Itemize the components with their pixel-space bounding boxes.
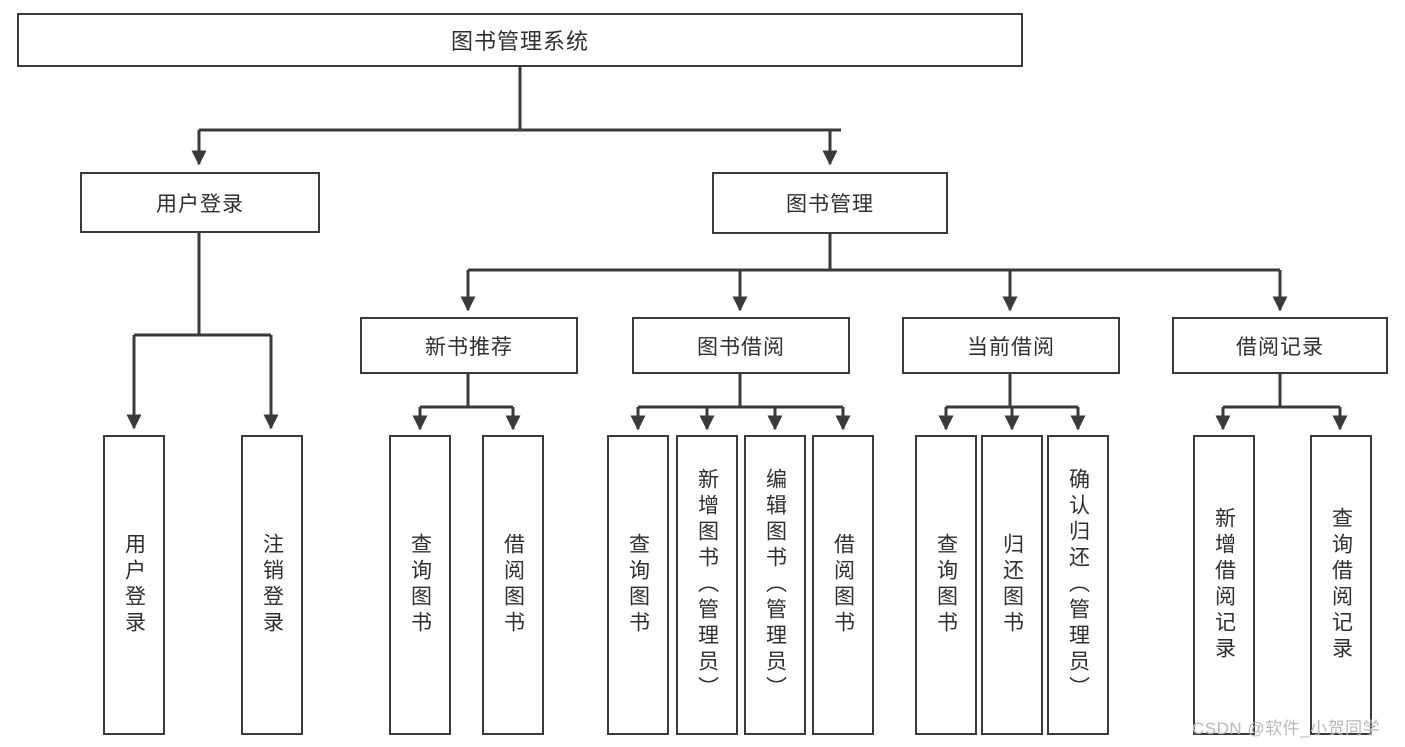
node-label: 查询图书: [626, 533, 650, 637]
node-leaf-query-borrow-record[interactable]: 查询借阅记录: [1310, 435, 1372, 735]
node-label: 用户登录: [156, 192, 244, 216]
node-leaf-logout[interactable]: 注销登录: [241, 435, 303, 735]
node-label: 编辑图书（管理员）: [763, 468, 787, 702]
node-leaf-return-book[interactable]: 归还图书: [981, 435, 1043, 735]
node-label: 查询图书: [408, 533, 432, 637]
node-user-login[interactable]: 用户登录: [80, 172, 320, 233]
node-label: 图书管理: [786, 193, 874, 216]
node-label: 新增借阅记录: [1212, 507, 1236, 663]
node-leaf-borrow-book-recommend[interactable]: 借阅图书: [482, 435, 544, 735]
node-label: 图书管理系统: [450, 29, 589, 54]
node-label: 新增图书（管理员）: [695, 468, 719, 702]
node-leaf-edit-book-admin[interactable]: 编辑图书（管理员）: [744, 435, 806, 735]
node-label: 借阅记录: [1236, 335, 1324, 359]
node-label: 归还图书: [1000, 533, 1024, 637]
csdn-watermark: CSDN @软件_小贺同学: [1192, 719, 1381, 738]
node-new-book-recommend[interactable]: 新书推荐: [360, 317, 578, 374]
node-book-management[interactable]: 图书管理: [712, 172, 948, 234]
node-leaf-confirm-return-admin[interactable]: 确认归还（管理员）: [1047, 435, 1109, 735]
node-label: 注销登录: [260, 533, 284, 637]
node-label: 查询借阅记录: [1329, 507, 1353, 663]
node-label: 图书借阅: [697, 335, 785, 359]
node-label: 确认归还（管理员）: [1066, 468, 1090, 702]
node-leaf-user-login[interactable]: 用户登录: [103, 435, 165, 735]
node-label: 查询图书: [934, 533, 958, 637]
node-leaf-add-borrow-record[interactable]: 新增借阅记录: [1193, 435, 1255, 735]
node-leaf-query-book-recommend[interactable]: 查询图书: [389, 435, 451, 735]
node-leaf-add-book-admin[interactable]: 新增图书（管理员）: [676, 435, 738, 735]
node-label: 用户登录: [122, 533, 146, 637]
node-label: 借阅图书: [501, 533, 525, 637]
node-borrow-record[interactable]: 借阅记录: [1172, 317, 1388, 374]
node-label: 新书推荐: [425, 335, 513, 359]
node-root-system[interactable]: 图书管理系统: [17, 13, 1023, 67]
node-label: 借阅图书: [831, 533, 855, 637]
node-leaf-query-book-current[interactable]: 查询图书: [915, 435, 977, 735]
node-current-borrow[interactable]: 当前借阅: [902, 317, 1120, 374]
node-label: 当前借阅: [967, 335, 1055, 359]
node-book-borrow[interactable]: 图书借阅: [632, 317, 850, 374]
node-leaf-query-book-borrow[interactable]: 查询图书: [607, 435, 669, 735]
node-leaf-borrow-book[interactable]: 借阅图书: [812, 435, 874, 735]
